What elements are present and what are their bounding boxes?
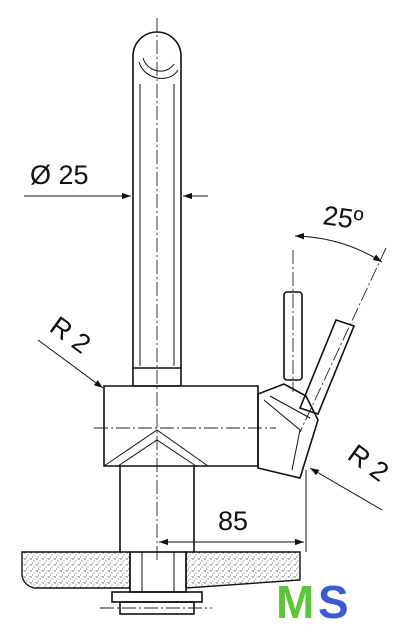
- ms-logo: M S: [276, 576, 349, 628]
- radius-left-leader: [37, 339, 104, 389]
- angle-dimension: [294, 233, 383, 263]
- radius-right-label: R 2: [342, 439, 394, 488]
- mounting-shank: [100, 551, 212, 615]
- reach-label: 85: [218, 506, 248, 536]
- angle-label: 25º: [321, 200, 365, 235]
- radius-right-leader: [309, 467, 383, 511]
- spout-tube: [132, 56, 182, 368]
- countertop: [21, 551, 301, 589]
- logo-letter-s: S: [318, 576, 349, 628]
- logo-letter-m: M: [276, 576, 314, 628]
- faucet-body: [94, 385, 276, 467]
- faucet-base: [119, 466, 195, 556]
- handle-tilted: [298, 247, 387, 433]
- handle-knob: [257, 383, 319, 479]
- spout-top: [132, 31, 182, 79]
- diameter-label: Ø 25: [30, 160, 89, 190]
- radius-left-label: R 2: [44, 311, 96, 360]
- reach-dimension: [159, 470, 307, 552]
- handle-upright: [283, 250, 303, 392]
